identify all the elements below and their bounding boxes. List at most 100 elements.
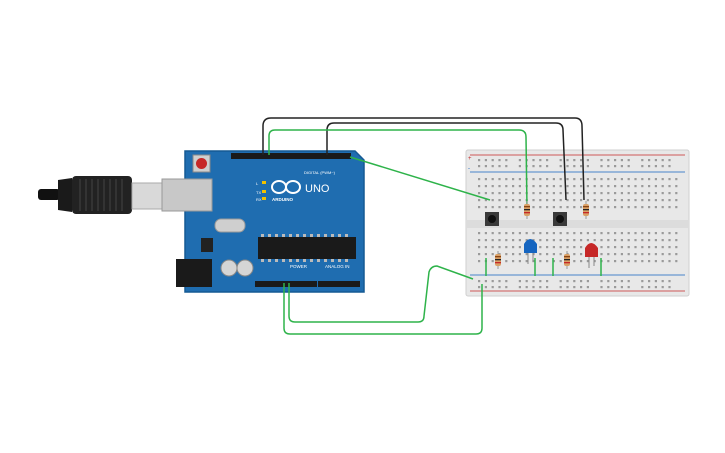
breadboard-hole[interactable] [573, 192, 576, 195]
breadboard-hole[interactable] [525, 280, 528, 283]
breadboard-hole[interactable] [580, 206, 583, 209]
breadboard-hole[interactable] [580, 239, 583, 242]
breadboard-hole[interactable] [634, 239, 637, 242]
breadboard-hole[interactable] [641, 260, 644, 263]
breadboard-hole[interactable] [539, 192, 542, 195]
breadboard-hole[interactable] [505, 192, 508, 195]
breadboard-hole[interactable] [648, 178, 651, 181]
breadboard-hole[interactable] [675, 253, 678, 256]
breadboard-hole[interactable] [512, 260, 515, 263]
breadboard-hole[interactable] [641, 206, 644, 209]
breadboard-hole[interactable] [559, 239, 562, 242]
breadboard-hole[interactable] [607, 239, 610, 242]
breadboard-hole[interactable] [580, 159, 583, 162]
analog-header[interactable] [318, 281, 360, 287]
breadboard-hole[interactable] [600, 192, 603, 195]
breadboard-hole[interactable] [648, 192, 651, 195]
breadboard-hole[interactable] [614, 185, 617, 188]
breadboard-hole[interactable] [661, 239, 664, 242]
breadboard-hole[interactable] [661, 253, 664, 256]
breadboard-hole[interactable] [586, 185, 589, 188]
breadboard-hole[interactable] [661, 246, 664, 249]
resistor-2[interactable] [583, 201, 589, 219]
breadboard-hole[interactable] [648, 253, 651, 256]
breadboard-hole[interactable] [654, 199, 657, 202]
breadboard-hole[interactable] [593, 239, 596, 242]
breadboard-hole[interactable] [620, 286, 623, 289]
breadboard-hole[interactable] [586, 260, 589, 263]
breadboard-hole[interactable] [668, 246, 671, 249]
breadboard-hole[interactable] [559, 206, 562, 209]
breadboard-hole[interactable] [580, 199, 583, 202]
breadboard[interactable]: + - [465, 149, 690, 297]
breadboard-hole[interactable] [573, 199, 576, 202]
breadboard-hole[interactable] [484, 280, 487, 283]
breadboard-hole[interactable] [532, 280, 535, 283]
breadboard-hole[interactable] [614, 199, 617, 202]
breadboard-hole[interactable] [498, 192, 501, 195]
breadboard-hole[interactable] [648, 206, 651, 209]
breadboard-hole[interactable] [641, 165, 644, 168]
breadboard-hole[interactable] [627, 280, 630, 283]
breadboard-hole[interactable] [627, 239, 630, 242]
breadboard-hole[interactable] [546, 253, 549, 256]
breadboard-hole[interactable] [648, 199, 651, 202]
breadboard-hole[interactable] [573, 253, 576, 256]
breadboard-hole[interactable] [620, 246, 623, 249]
breadboard-hole[interactable] [648, 246, 651, 249]
breadboard-hole[interactable] [559, 192, 562, 195]
breadboard-hole[interactable] [620, 159, 623, 162]
breadboard-hole[interactable] [675, 199, 678, 202]
breadboard-hole[interactable] [512, 253, 515, 256]
breadboard-hole[interactable] [491, 246, 494, 249]
breadboard-hole[interactable] [654, 239, 657, 242]
breadboard-hole[interactable] [600, 159, 603, 162]
resistors[interactable] [495, 201, 589, 269]
breadboard-hole[interactable] [634, 253, 637, 256]
breadboard-hole[interactable] [648, 232, 651, 235]
breadboard-hole[interactable] [586, 178, 589, 181]
breadboard-hole[interactable] [552, 246, 555, 249]
breadboard-hole[interactable] [668, 239, 671, 242]
breadboard-hole[interactable] [641, 280, 644, 283]
breadboard-hole[interactable] [661, 206, 664, 209]
breadboard-hole[interactable] [620, 280, 623, 283]
breadboard-hole[interactable] [546, 206, 549, 209]
breadboard-hole[interactable] [634, 206, 637, 209]
breadboard-hole[interactable] [505, 206, 508, 209]
breadboard-hole[interactable] [648, 286, 651, 289]
breadboard-hole[interactable] [559, 260, 562, 263]
breadboard-hole[interactable] [641, 232, 644, 235]
breadboard-hole[interactable] [634, 199, 637, 202]
breadboard-hole[interactable] [546, 185, 549, 188]
breadboard-hole[interactable] [478, 280, 481, 283]
breadboard-hole[interactable] [478, 159, 481, 162]
green-wires[interactable] [268, 129, 602, 335]
breadboard-hole[interactable] [661, 199, 664, 202]
breadboard-hole[interactable] [512, 192, 515, 195]
breadboard-hole[interactable] [532, 199, 535, 202]
breadboard-hole[interactable] [498, 286, 501, 289]
breadboard-hole[interactable] [478, 246, 481, 249]
breadboard-hole[interactable] [580, 232, 583, 235]
breadboard-hole[interactable] [627, 286, 630, 289]
breadboard-hole[interactable] [546, 286, 549, 289]
breadboard-hole[interactable] [512, 206, 515, 209]
breadboard-hole[interactable] [573, 206, 576, 209]
breadboard-hole[interactable] [491, 253, 494, 256]
breadboard-hole[interactable] [607, 280, 610, 283]
breadboard-hole[interactable] [518, 286, 521, 289]
breadboard-hole[interactable] [532, 185, 535, 188]
breadboard-hole[interactable] [566, 280, 569, 283]
breadboard-hole[interactable] [552, 206, 555, 209]
breadboard-hole[interactable] [661, 178, 664, 181]
breadboard-hole[interactable] [566, 286, 569, 289]
breadboard-hole[interactable] [478, 206, 481, 209]
breadboard-hole[interactable] [573, 178, 576, 181]
breadboard-hole[interactable] [580, 178, 583, 181]
push-button-1[interactable] [485, 212, 499, 226]
breadboard-hole[interactable] [614, 165, 617, 168]
breadboard-hole[interactable] [614, 260, 617, 263]
breadboard-hole[interactable] [607, 206, 610, 209]
breadboard-hole[interactable] [668, 192, 671, 195]
